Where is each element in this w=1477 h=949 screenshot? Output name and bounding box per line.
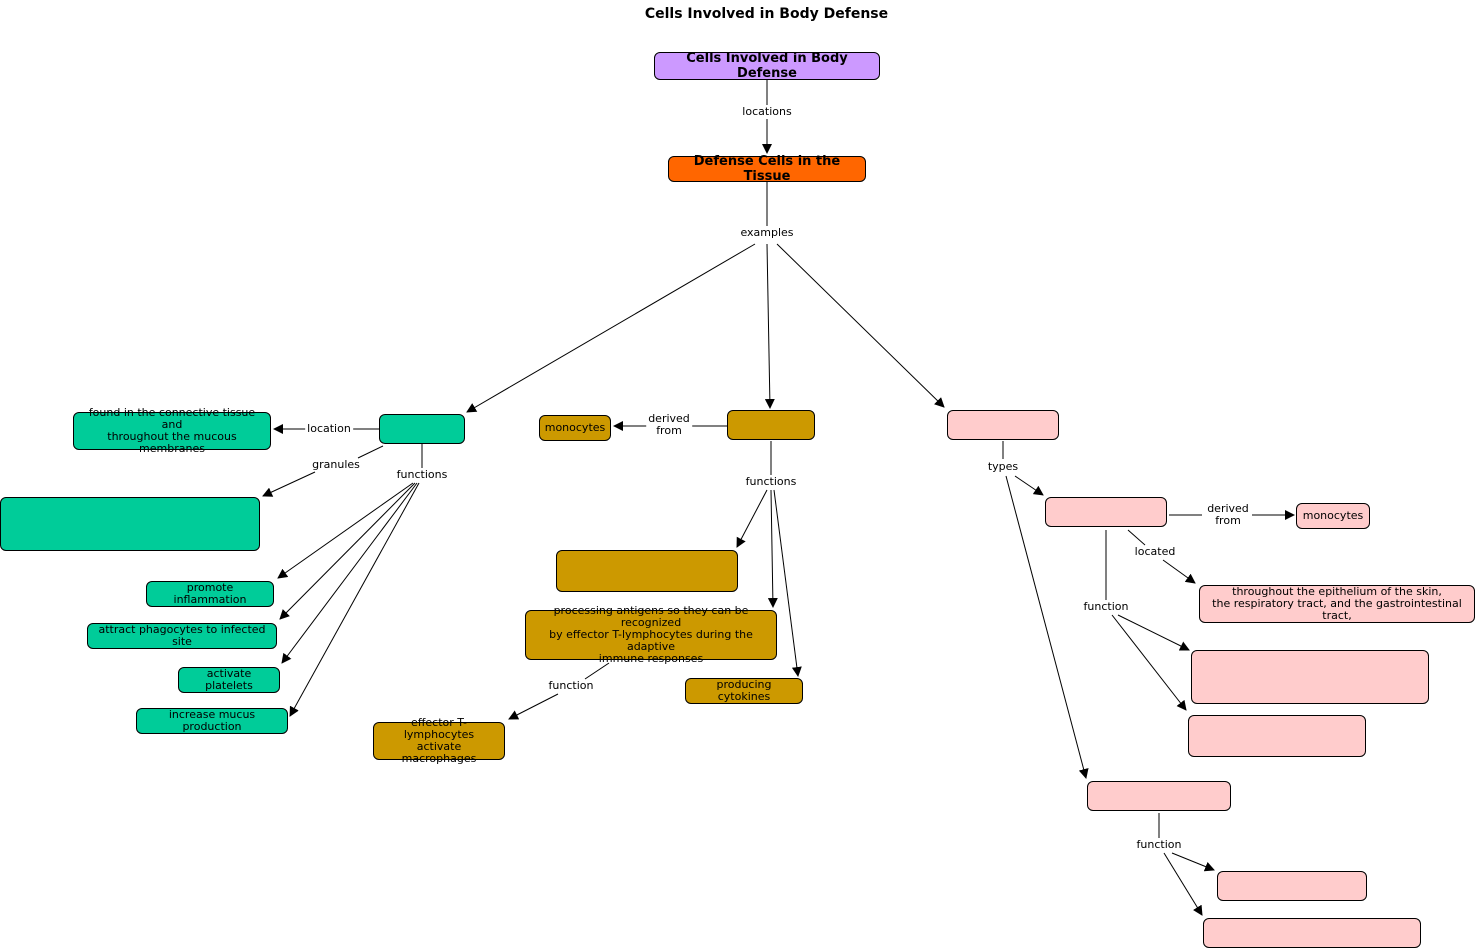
link-locations: locations [740, 105, 794, 118]
link-function-pink-1: function [1081, 600, 1131, 613]
concept-defense-cells-tissue[interactable]: Defense Cells in the Tissue [668, 154, 866, 184]
concept-root[interactable]: Cells Involved in Body Defense [654, 51, 880, 81]
concept-producing-cytokines[interactable]: producing cytokines [685, 678, 803, 704]
concept-effector-t-lymphocytes[interactable]: effector T-lymphocytes activate macropha… [373, 717, 505, 765]
link-location: location [305, 422, 353, 435]
diagram-title: Cells Involved in Body Defense [644, 6, 889, 22]
concept-mast-location[interactable]: found in the connective tissue and throu… [73, 407, 271, 455]
concept-dendritic-cell[interactable] [947, 410, 1059, 440]
concept-increase-mucus[interactable]: increase mucus production [136, 708, 288, 734]
link-functions-green: functions [394, 468, 450, 481]
link-functions-gold: functions [743, 475, 799, 488]
concept-dendritic-type-2[interactable] [1087, 781, 1231, 811]
concept-macrophage-function-1[interactable] [556, 550, 738, 592]
concept-epithelium-location[interactable]: throughout the epithelium of the skin, t… [1199, 585, 1475, 623]
concept-macrophage[interactable] [727, 410, 815, 440]
link-derived-from-left: derived from [646, 412, 692, 437]
concept-attract-phagocytes[interactable]: attract phagocytes to infected site [87, 623, 277, 649]
concept-promote-inflammation[interactable]: promote inflammation [146, 581, 274, 607]
concept-mast-granules[interactable] [0, 497, 260, 551]
concept-mast-cell[interactable] [379, 414, 465, 444]
concept-type-2-function-2[interactable] [1203, 918, 1421, 948]
link-located: located [1132, 545, 1178, 558]
concept-activate-platelets[interactable]: activate platelets [178, 667, 280, 693]
link-function-gold: function [546, 679, 596, 692]
link-granules: granules [310, 458, 362, 471]
link-function-pink-2: function [1134, 838, 1184, 851]
link-examples: examples [738, 226, 796, 239]
concept-type-2-function-1[interactable] [1217, 871, 1367, 901]
concept-dendritic-type-1[interactable] [1045, 497, 1167, 527]
link-derived-from-right: derived from [1205, 502, 1251, 527]
concept-monocytes-left[interactable]: monocytes [539, 415, 611, 441]
link-types: types [985, 460, 1021, 473]
concept-processing-antigens[interactable]: processing antigens so they can be recog… [525, 605, 777, 665]
concept-monocytes-right[interactable]: monocytes [1296, 503, 1370, 529]
concept-type-1-function-1[interactable] [1191, 650, 1429, 704]
concept-type-1-function-2[interactable] [1188, 715, 1366, 757]
